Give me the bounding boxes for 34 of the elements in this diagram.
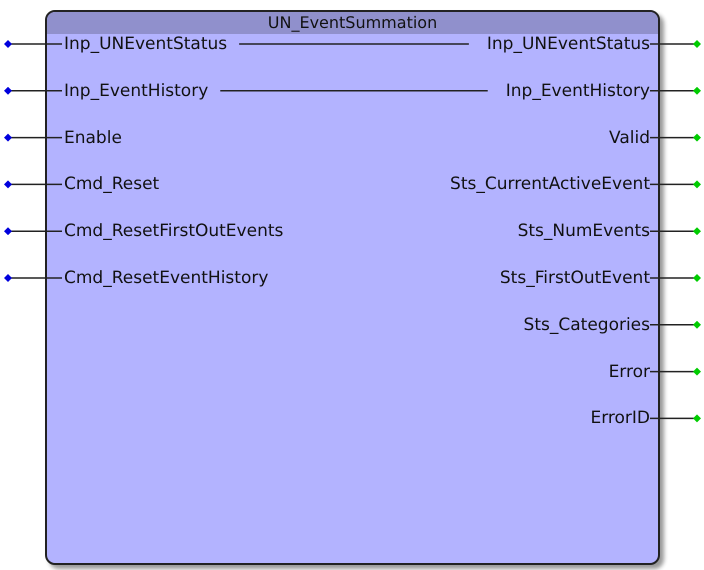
pin-connector xyxy=(650,134,701,142)
connector-line xyxy=(239,43,469,45)
pin-connector xyxy=(650,274,701,282)
connector-line xyxy=(220,90,488,92)
pin-label: Inp_EventHistory xyxy=(64,80,208,102)
pin-label: Sts_CurrentActiveEvent xyxy=(450,173,650,196)
pin-label: Inp_UNEventStatus xyxy=(64,33,228,55)
pin-label: Valid xyxy=(609,126,650,149)
pin-label: Sts_FirstOutEvent xyxy=(500,267,650,289)
pin-label: Inp_UNEventStatus xyxy=(486,33,650,55)
pin-connector xyxy=(650,320,701,329)
pin-connector xyxy=(650,40,701,48)
pin-connector xyxy=(650,180,701,188)
function-block xyxy=(45,10,660,565)
pin-connector xyxy=(4,180,62,188)
pin-label: Sts_NumEvents xyxy=(518,220,650,242)
pin-label: Inp_EventHistory xyxy=(506,80,650,102)
pin-connector xyxy=(650,368,701,376)
pin-label: Error xyxy=(608,360,650,383)
pin-connector xyxy=(4,40,62,48)
pin-label: Sts_Categories xyxy=(524,314,650,336)
pin-connector xyxy=(650,227,701,236)
pin-label: Cmd_ResetEventHistory xyxy=(64,267,268,289)
pin-connector xyxy=(4,274,62,282)
pin-connector xyxy=(650,86,701,95)
pin-connector xyxy=(4,86,62,95)
pin-connector xyxy=(650,414,701,422)
pin-label: Enable xyxy=(64,126,122,149)
pin-connector xyxy=(4,227,62,236)
pin-label: Cmd_ResetFirstOutEvents xyxy=(64,220,284,242)
pin-label: ErrorID xyxy=(590,407,650,430)
title-bar: UN_EventSummation xyxy=(47,12,658,34)
pin-label: Cmd_Reset xyxy=(64,173,160,196)
pin-connector xyxy=(4,134,62,142)
